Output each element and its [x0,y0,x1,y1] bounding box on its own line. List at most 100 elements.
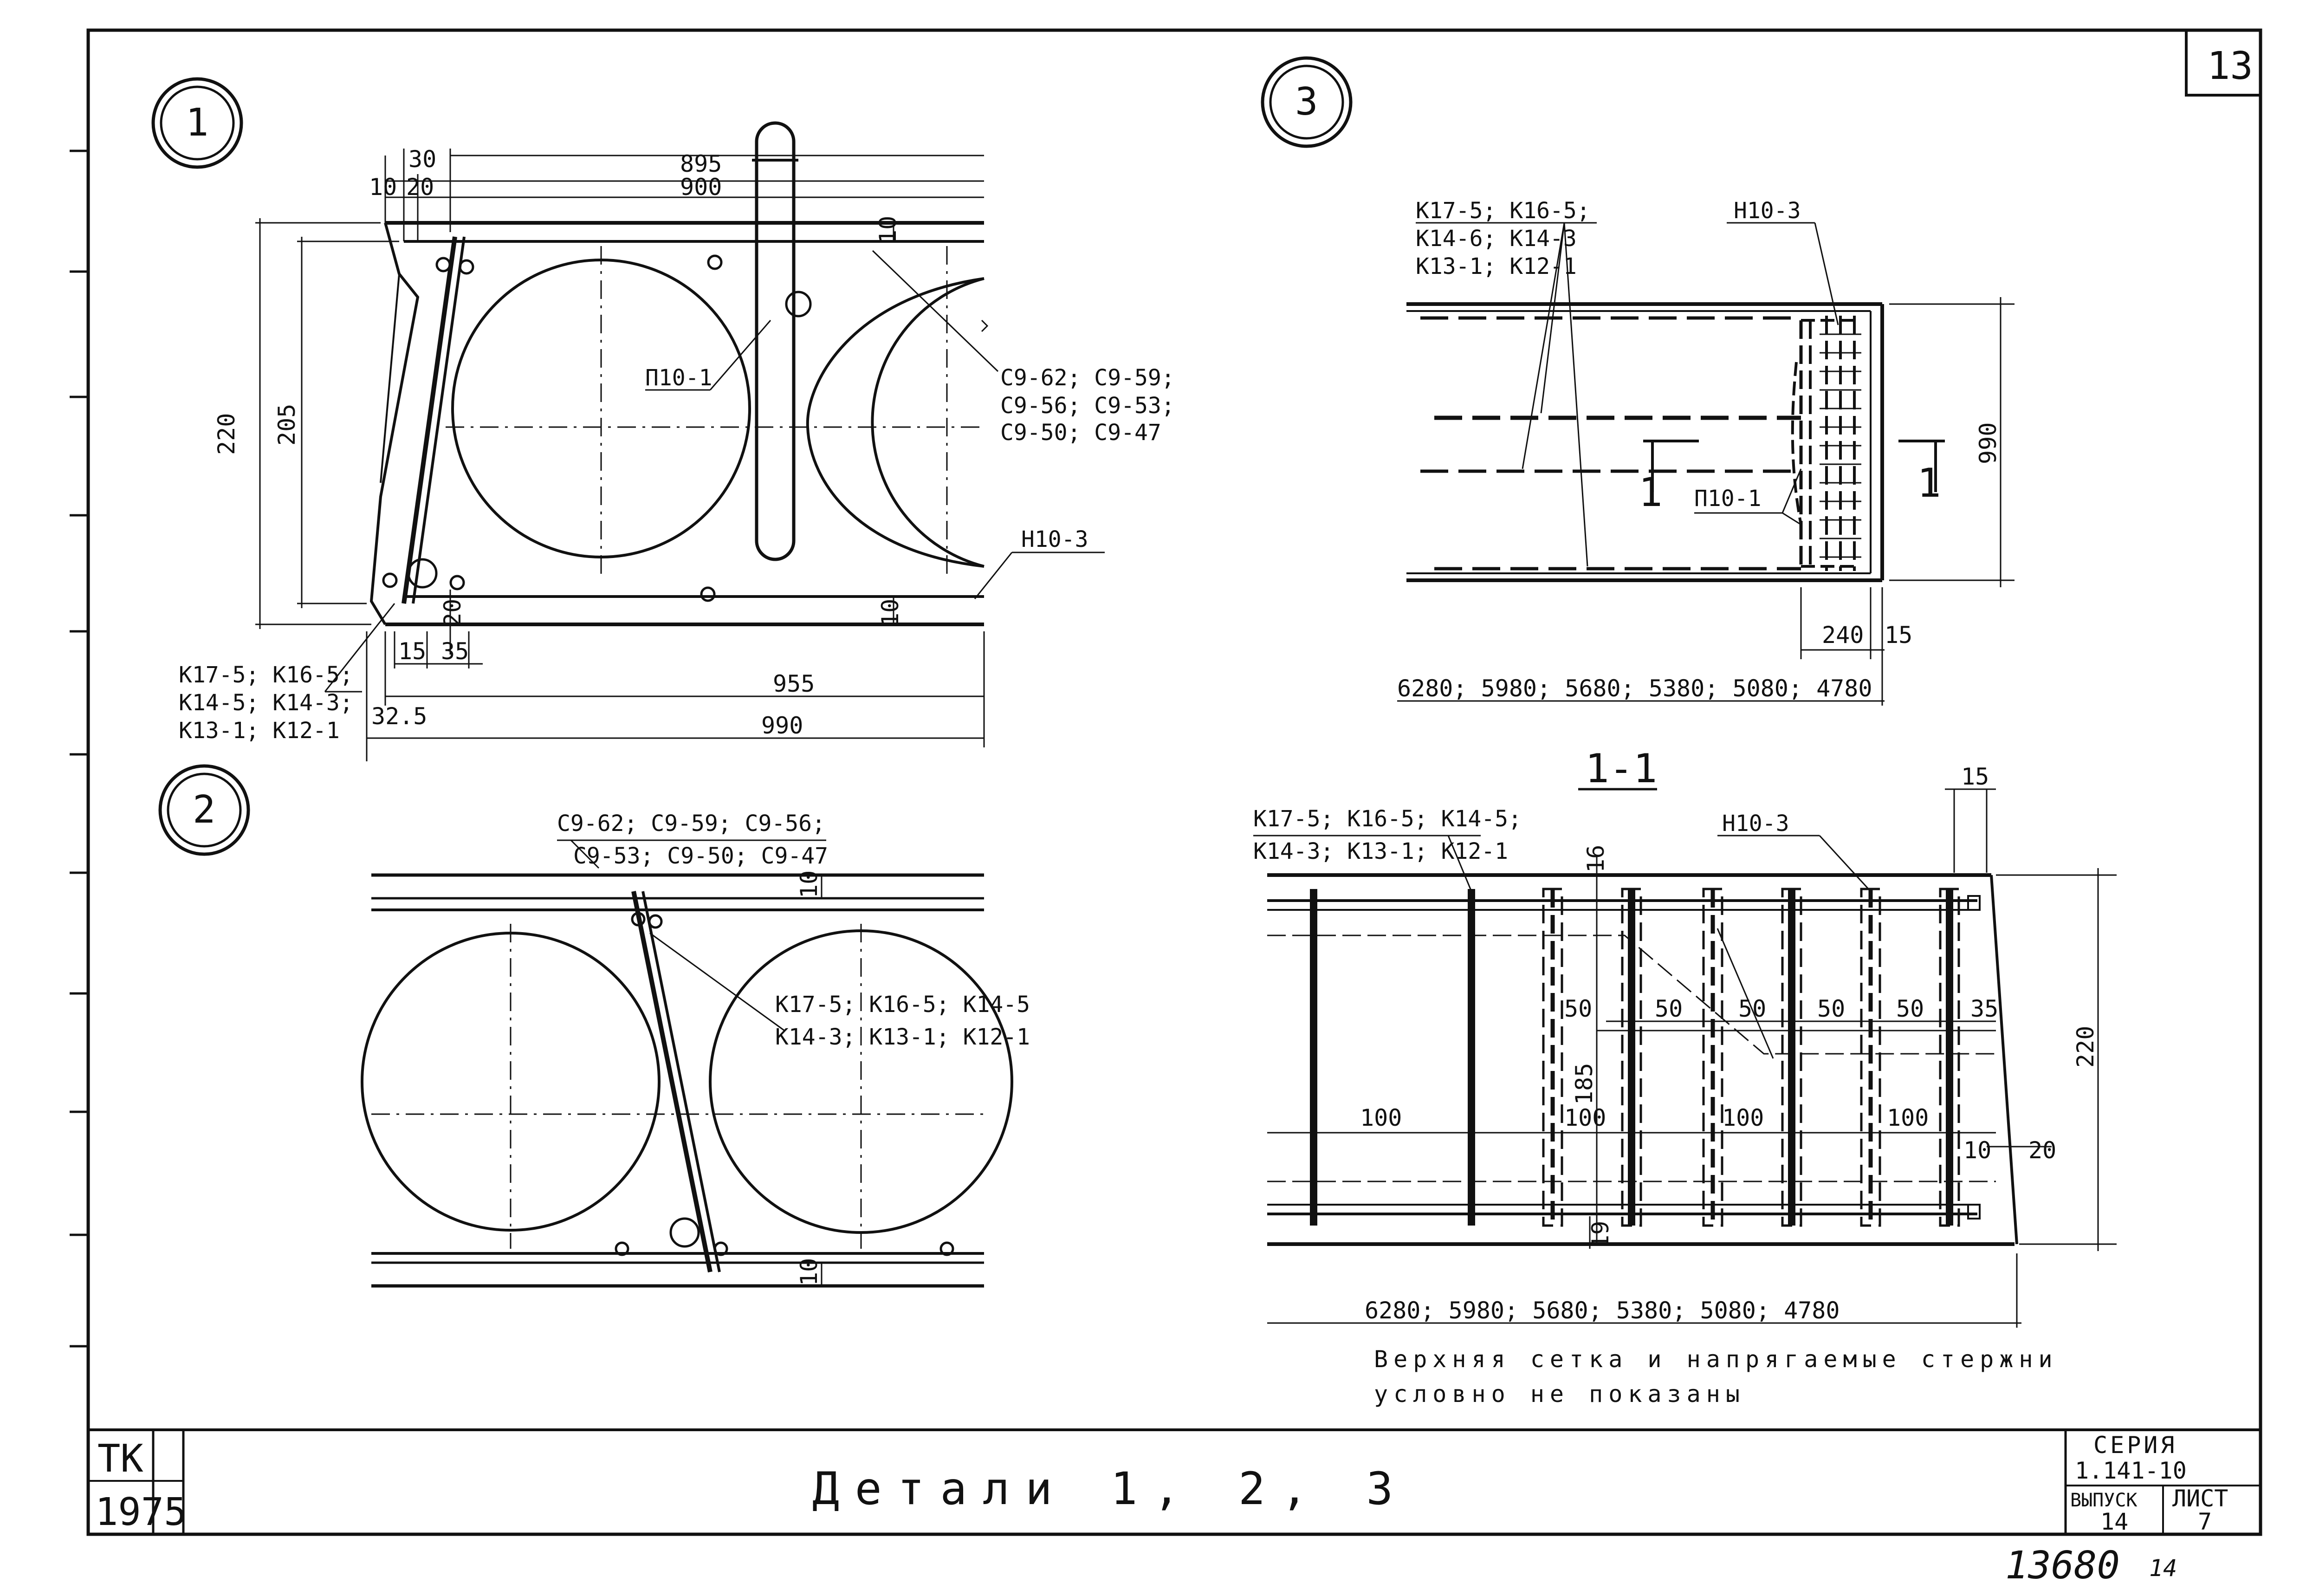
sheet-value: 7 [2198,1508,2212,1535]
section-1-1-labels: К17-5; К16-5; К14-5; К14-3; К13-1; К12-1… [1253,763,2099,1324]
label-h10-3: Н10-3 [1021,526,1088,552]
section-1-1-drawing [1253,788,2117,1328]
d3-label-k-line1: К17-5; К16-5; [1416,198,1590,224]
d2-label-c9-line2: С9-53; С9-50; С9-47 [573,843,828,869]
d2-label-k-line1: К17-5; К16-5; К14-5 [775,992,1030,1018]
archive-number: 13680 [2005,1544,2120,1588]
svg-text:990: 990 [1975,422,2002,464]
detail-2: 2 [158,764,1030,1288]
d3-label-h10-3: Н10-3 [1734,198,1801,224]
drawing-title: Детали 1, 2, 3 [812,1463,1409,1515]
svg-text:30: 30 [408,146,436,173]
detail-1-labels: П10-1 С9-62; С9-59; С9-56; С9-53; С9-50;… [179,365,1175,744]
svg-text:100: 100 [1722,1104,1764,1131]
sheet-number: 13 [2207,44,2253,88]
svg-text:10: 10 [874,216,901,244]
svg-text:50: 50 [1896,995,1924,1022]
section-title: 1-1 [1585,746,1657,792]
svg-text:15: 15 [398,638,426,665]
detail-1-callout: 1 [151,77,243,169]
detail-2-labels: С9-62; С9-59; С9-56; С9-53; С9-50; С9-47… [557,811,1030,1286]
svg-text:220: 220 [2072,1026,2099,1068]
d3-label-k-line3: К13-1; К12-1 [1416,253,1577,279]
svg-text:10: 10 [1963,1137,1991,1164]
issue-value: 14 [2100,1508,2128,1535]
svg-text:32.5: 32.5 [371,703,427,730]
svg-text:10: 10 [877,599,904,627]
svg-text:220: 220 [213,413,240,455]
note-line2: условно не показаны [1374,1381,1745,1408]
svg-text:205: 205 [273,404,300,446]
label-p10-1: П10-1 [645,365,713,391]
svg-text:900: 900 [680,174,722,201]
sheet-label: ЛИСТ [2172,1485,2228,1512]
detail-2-drawing [361,839,1013,1288]
d3-label-p10-1: П10-1 [1694,486,1762,512]
detail-1-drawing [255,121,1105,761]
detail-3-callout: 3 [1261,56,1353,148]
label-k-line1: К17-5; К16-5; [179,662,353,688]
label-c9-line1: С9-62; С9-59; [1000,365,1175,391]
svg-text:35: 35 [1970,995,1998,1022]
svg-text:15: 15 [1885,622,1912,649]
sheet-frame [70,28,2262,1536]
svg-text:20: 20 [439,599,466,627]
svg-text:10: 10 [796,870,823,898]
svg-text:50: 50 [1655,995,1683,1022]
d3-label-k-line2: К14-6; К14-3 [1416,226,1577,252]
d3-cut-a: 1 [1639,469,1663,516]
svg-text:990: 990 [761,712,803,739]
svg-text:50: 50 [1738,995,1766,1022]
series-value: 1.141-10 [2075,1457,2187,1484]
note: Верхняя сетка и напрягаемые стержни усло… [1374,1346,2058,1408]
detail-3: 3 [1261,56,2015,706]
series-label: СЕРИЯ [2093,1432,2177,1459]
svg-text:19: 19 [1587,1221,1614,1249]
svg-text:100: 100 [1360,1104,1402,1131]
detail-1: 1 [151,77,1175,761]
label-k-line3: К13-1; К12-1 [179,718,340,744]
s11-label-k-line2: К14-3; К13-1; К12-1 [1253,838,1508,864]
svg-text:100: 100 [1564,1104,1606,1131]
svg-text:50: 50 [1817,995,1845,1022]
d3-cut-b: 1 [1917,460,1941,506]
svg-text:2: 2 [193,788,215,832]
svg-text:895: 895 [680,150,722,177]
archive-stamp: 13680 14 [2005,1544,2177,1588]
d2-label-k-line2: К14-3; К13-1; К12-1 [775,1024,1030,1050]
section-1-1: 1-1 [1253,746,2117,1328]
detail-3-labels: К17-5; К16-5; К14-6; К14-3 К13-1; К12-1 … [1397,198,2002,702]
label-k-line2: К14-5; К14-3; [179,690,353,716]
svg-text:1: 1 [186,101,208,145]
svg-text:15: 15 [1961,763,1989,790]
svg-text:50: 50 [1564,995,1592,1022]
archive-suffix: 14 [2149,1555,2177,1582]
s11-lengths: 6280; 5980; 5680; 5380; 5080; 4780 [1365,1297,1840,1324]
svg-text:100: 100 [1887,1104,1929,1131]
org-code: ТК [97,1437,143,1481]
svg-text:20: 20 [2028,1137,2056,1164]
s11-label-k-line1: К17-5; К16-5; К14-5; [1253,806,1522,832]
label-c9-line3: С9-50; С9-47 [1000,420,1161,446]
note-line1: Верхняя сетка и напрягаемые стержни [1374,1346,2058,1373]
year: 1975 [95,1490,187,1534]
svg-text:16: 16 [1582,845,1609,873]
svg-text:185: 185 [1571,1063,1598,1105]
detail-3-drawing [1397,222,2015,706]
detail-2-callout: 2 [158,764,250,856]
svg-text:10: 10 [369,174,397,201]
d2-label-c9-line1: С9-62; С9-59; С9-56; [557,811,825,837]
svg-text:240: 240 [1822,622,1864,649]
svg-text:20: 20 [406,174,434,201]
detail-1-dimensions: 895 900 30 10 20 10 220 205 15 35 20 10 … [213,146,904,739]
d3-lengths: 6280; 5980; 5680; 5380; 5080; 4780 [1397,675,1872,702]
issue-label: ВЫПУСК [2070,1490,2138,1511]
s11-label-h10-3: Н10-3 [1722,811,1789,837]
svg-text:955: 955 [773,670,815,697]
title-block: ТК 1975 Детали 1, 2, 3 СЕРИЯ 1.141-10 ВЫ… [95,1432,2228,1535]
svg-text:10: 10 [796,1258,823,1286]
svg-text:35: 35 [441,638,469,665]
svg-text:3: 3 [1295,80,1318,124]
label-c9-line2: С9-56; С9-53; [1000,393,1175,419]
